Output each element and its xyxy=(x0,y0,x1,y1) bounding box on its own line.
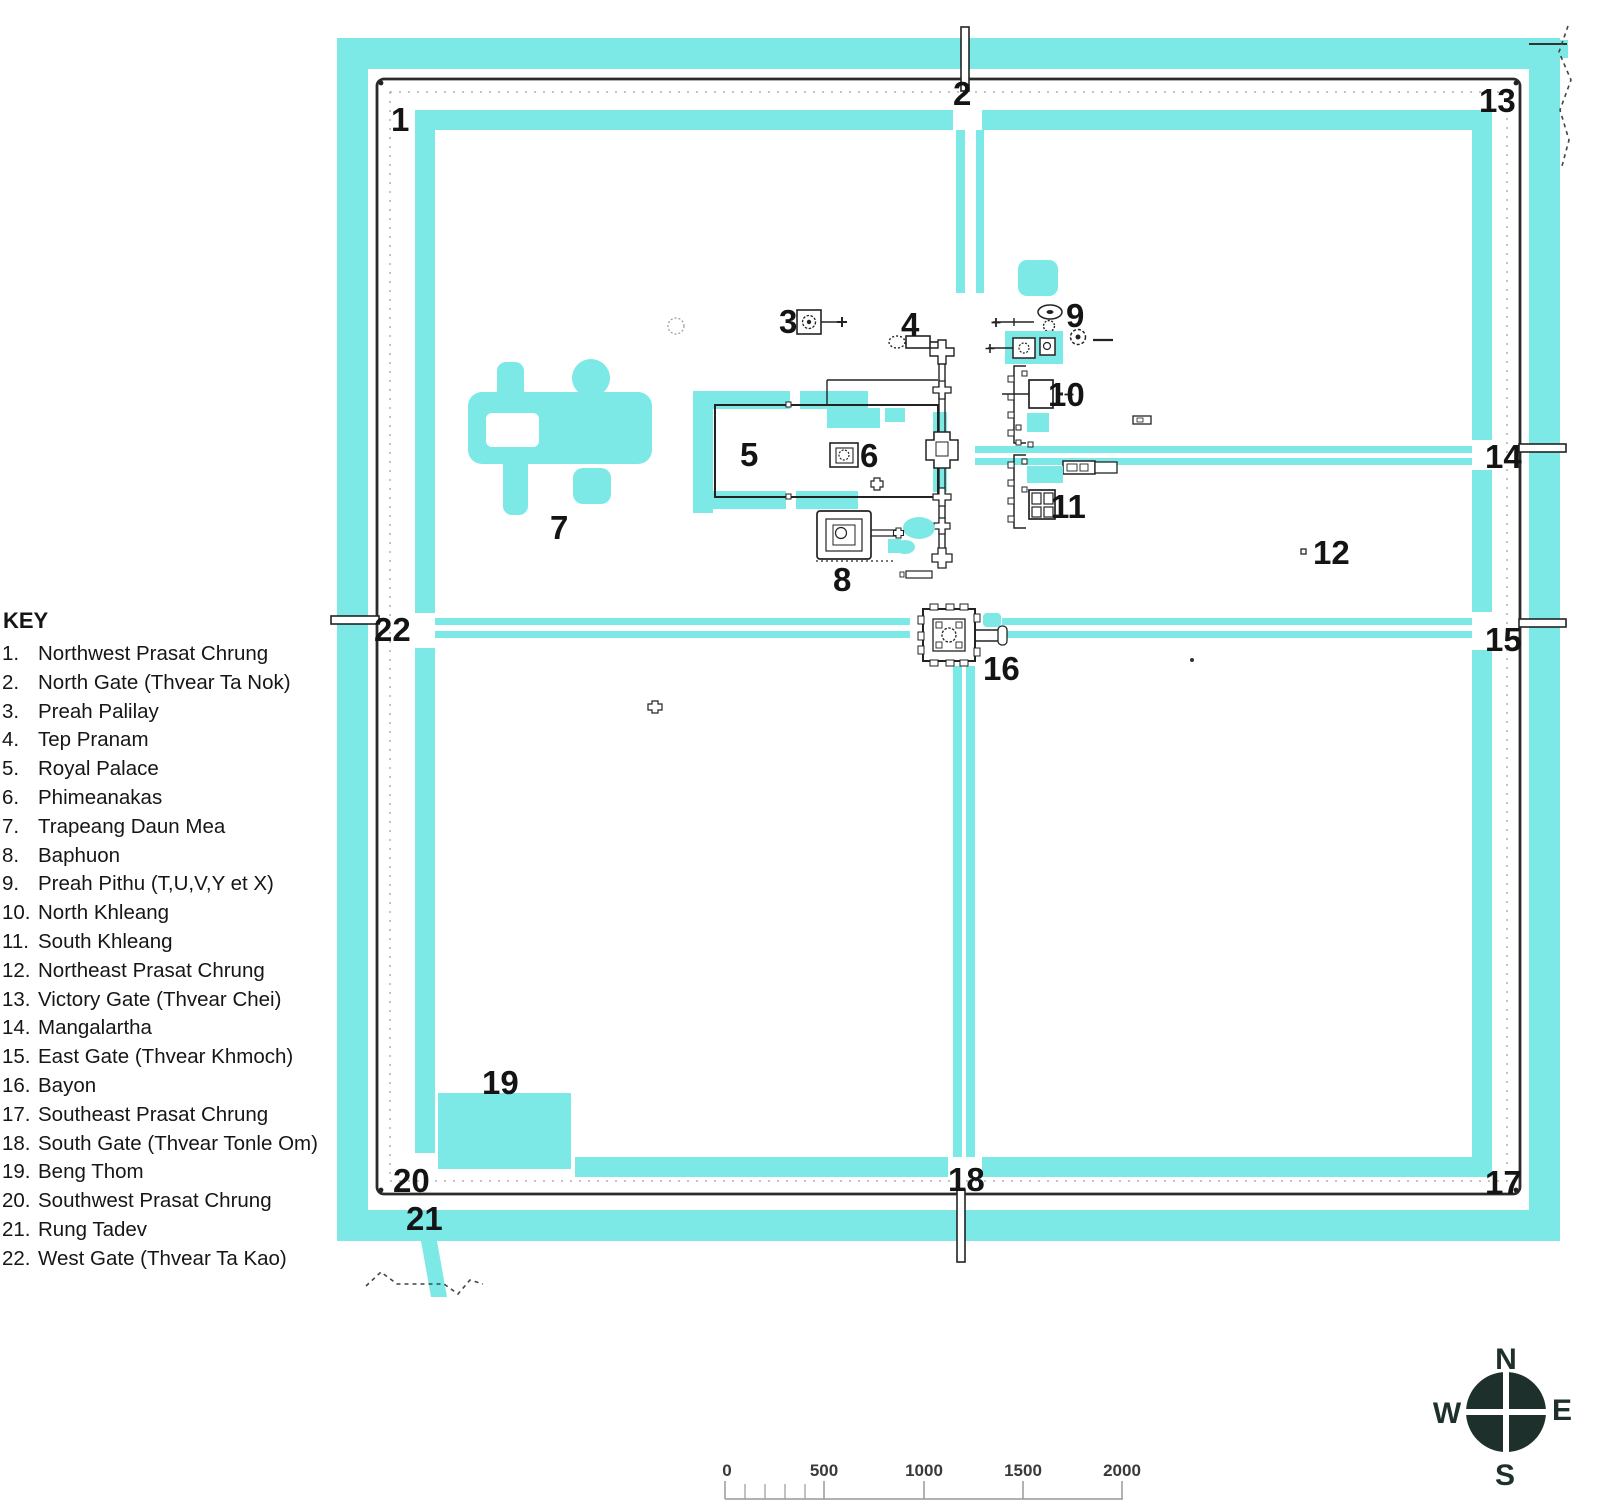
map-label-1: 1 xyxy=(391,101,409,138)
map-label-11: 11 xyxy=(1051,488,1086,525)
south-gate-marker xyxy=(956,1189,966,1263)
key-item-9: 9.Preah Pithu (T,U,V,Y et X) xyxy=(2,872,274,896)
west-gate-marker xyxy=(330,615,380,625)
map-label-10: 10 xyxy=(1048,376,1085,413)
khleang-pond xyxy=(1027,413,1049,432)
map-label-19: 19 xyxy=(482,1064,519,1101)
scale-tick-2000: 2000 xyxy=(1103,1461,1141,1480)
corner-shrine-dot-ne xyxy=(1513,80,1519,86)
map-label-12: 12 xyxy=(1313,534,1350,571)
corner-shrine-dot-nw xyxy=(378,80,384,86)
compass-south-label: S xyxy=(1495,1459,1515,1492)
key-item-21: 21.Rung Tadev xyxy=(2,1217,148,1241)
preah-palilay-temple xyxy=(796,309,847,335)
trapeang-daun-mea-pond xyxy=(468,359,652,515)
south-khleang xyxy=(1007,454,1118,529)
key-item-2: 2.North Gate (Thvear Ta Nok) xyxy=(2,670,291,694)
small-shrine xyxy=(647,700,663,714)
key-item-22: 22.West Gate (Thvear Ta Kao) xyxy=(2,1246,287,1270)
map-label-2: 2 xyxy=(953,75,971,112)
city-wall xyxy=(375,77,1522,1196)
corner-shrine-dot-sw xyxy=(378,1187,384,1193)
map-label-14: 14 xyxy=(1485,438,1522,475)
northeast-prasat-chrung-mark xyxy=(1300,548,1307,555)
key-item-16: 16.Bayon xyxy=(2,1073,97,1097)
key-item-7: 7.Trapeang Daun Mea xyxy=(2,814,226,838)
mangalartha-gate-marker xyxy=(1518,443,1567,453)
map-label-20: 20 xyxy=(393,1162,430,1199)
small-building xyxy=(899,570,933,579)
compass-rose: N E S W xyxy=(1433,1343,1572,1492)
scale-tick-0: 0 xyxy=(722,1461,731,1480)
royal-palace xyxy=(693,391,947,513)
north-gate-marker xyxy=(960,26,970,92)
key-item-6: 6.Phimeanakas xyxy=(2,785,163,809)
baphuon-temple xyxy=(816,510,935,562)
north-khleang xyxy=(1002,365,1074,448)
map-label-17: 17 xyxy=(1485,1164,1522,1201)
terrace-of-elephants xyxy=(826,339,959,569)
scale-bar-labels: 0 500 1000 1500 2000 xyxy=(722,1461,1141,1480)
khleang-pond xyxy=(1027,466,1063,483)
east-gate-marker xyxy=(1518,618,1567,628)
key-item-1: 1.Northwest Prasat Chrung xyxy=(2,642,269,665)
scale-tick-500: 500 xyxy=(810,1461,838,1480)
bayon-temple xyxy=(917,603,1008,667)
map-label-16: 16 xyxy=(983,650,1020,687)
map-label-9: 9 xyxy=(1066,297,1084,334)
key-item-15: 15.East Gate (Thvear Khmoch) xyxy=(2,1045,294,1069)
key-item-11: 11.South Khleang xyxy=(2,929,173,953)
key-item-4: 4.Tep Pranam xyxy=(2,728,149,752)
small-shrine xyxy=(870,477,884,491)
key-item-13: 13.Victory Gate (Thvear Chei) xyxy=(2,987,282,1011)
key-item-3: 3.Preah Palilay xyxy=(2,699,159,723)
map-key: KEY 1.Northwest Prasat Chrung 2.North Ga… xyxy=(2,608,347,1274)
key-item-8: 8.Baphuon xyxy=(2,843,121,867)
beng-thom-pond xyxy=(438,1093,571,1169)
compass-west-label: W xyxy=(1433,1397,1462,1430)
preah-pithu-group xyxy=(985,260,1113,364)
compass-north-label: N xyxy=(1495,1343,1517,1376)
map-label-5: 5 xyxy=(740,436,758,473)
map-label-22: 22 xyxy=(374,611,411,648)
scale-bar xyxy=(724,1481,1123,1500)
map-label-21: 21 xyxy=(406,1200,443,1237)
moat xyxy=(337,38,1568,1297)
key-item-5: 5.Royal Palace xyxy=(2,757,159,781)
key-item-10: 10.North Khleang xyxy=(2,901,170,925)
map-label-8: 8 xyxy=(833,561,851,598)
small-dot xyxy=(1190,658,1194,662)
key-item-18: 18.South Gate (Thvear Tonle Om) xyxy=(2,1131,318,1155)
palace-pond xyxy=(827,408,880,428)
key-item-12: 12.Northeast Prasat Chrung xyxy=(2,958,265,982)
key-title: KEY xyxy=(3,608,49,633)
map-label-15: 15 xyxy=(1485,621,1522,658)
key-item-19: 19.Beng Thom xyxy=(2,1160,144,1184)
key-item-17: 17.Southeast Prasat Chrung xyxy=(2,1102,269,1126)
small-building xyxy=(1132,415,1152,425)
key-item-14: 14.Mangalartha xyxy=(2,1016,152,1040)
corner-shrine-dot-se xyxy=(1513,1187,1519,1193)
scale-tick-1500: 1500 xyxy=(1004,1461,1042,1480)
map-label-7: 7 xyxy=(550,509,568,546)
inner-canal-ring xyxy=(415,110,1492,1177)
map-label-18: 18 xyxy=(948,1161,985,1198)
map-label-4: 4 xyxy=(901,306,920,343)
map-label-13: 13 xyxy=(1479,82,1516,119)
map-label-6: 6 xyxy=(860,437,878,474)
map-label-3: 3 xyxy=(779,303,797,340)
avenues xyxy=(435,130,1472,1157)
gate-markers xyxy=(330,26,1567,1263)
key-item-20: 20.Southwest Prasat Chrung xyxy=(2,1189,272,1213)
phimeanakas-temple xyxy=(829,442,859,468)
compass-east-label: E xyxy=(1552,1394,1572,1427)
map-number-labels: 1 2 3 4 5 6 7 8 9 10 11 12 13 14 15 16 1… xyxy=(374,75,1522,1237)
faint-pond-mark xyxy=(667,317,685,335)
scale-tick-1000: 1000 xyxy=(905,1461,943,1480)
stream-dashed-lines xyxy=(365,25,1572,1296)
palace-pond xyxy=(885,408,905,422)
